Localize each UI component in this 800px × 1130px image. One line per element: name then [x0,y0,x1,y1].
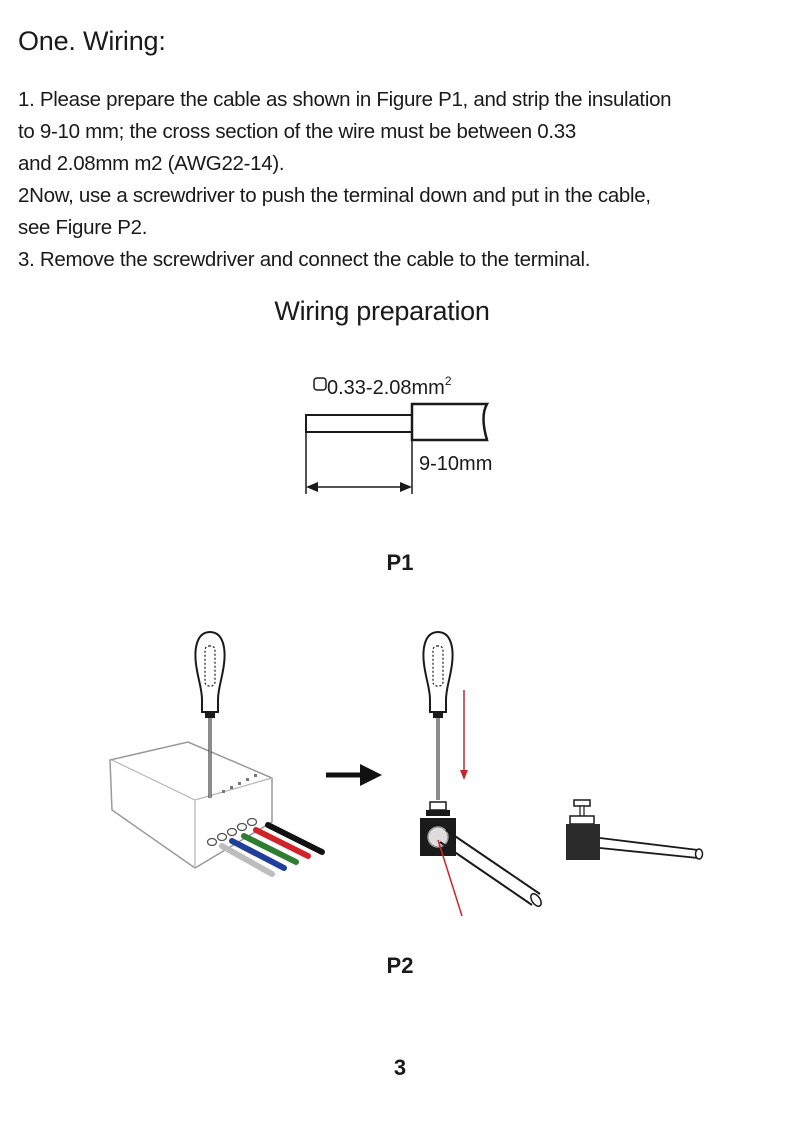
bare-conductor [305,414,413,433]
colored-wires [219,822,325,877]
page-number: 3 [393,1055,407,1080]
controller-box [109,741,273,869]
wire-red [253,827,311,859]
wire-black [265,822,325,855]
instruction-steps: 1. Please prepare the cable as shown in … [18,84,788,276]
terminal-push-diagram [420,630,542,917]
terminal-connected-diagram [566,799,704,860]
wire-blue [229,838,287,871]
arrow-right-icon [326,764,382,786]
figure-label-p1: P1 [386,550,414,575]
strip-length-label: 9-10mm [419,453,492,475]
wire-gray [219,843,275,877]
section-heading: One. Wiring: [18,26,166,56]
step-line: to 9-10 mm; the cross section of the wir… [18,120,576,143]
step-line: see Figure P2. [18,216,148,239]
screwdriver-icon [194,630,226,798]
cross-section-icon [313,377,327,391]
terminal-block [566,824,600,860]
screwdriver-icon [422,630,454,800]
dimension-arrow-left [306,482,318,492]
controller-diagram [109,630,325,877]
terminal-holes [206,817,258,847]
step-line: and 2.08mm m2 (AWG22-14). [18,152,285,175]
step-line: 2Now, use a screwdriver to push the term… [18,184,651,207]
cross-section-label: 0.33-2.08mm2 [327,374,452,399]
connected-cable [599,837,699,859]
figure-label-p2: P2 [386,953,414,978]
push-arrow-icon [460,770,468,780]
step-line: 1. Please prepare the cable as shown in … [18,88,672,111]
wire-insulation [410,402,490,442]
wire-strip-diagram: 0.33-2.08mm2 9-10mm [305,374,492,494]
inserted-cable [439,829,541,906]
wiring-preparation-title: Wiring preparation [274,296,490,326]
dimension-arrow-right [400,482,412,492]
step-line: 3. Remove the screwdriver and connect th… [18,248,591,271]
wire-green [241,833,299,865]
pointer-line [437,839,463,917]
